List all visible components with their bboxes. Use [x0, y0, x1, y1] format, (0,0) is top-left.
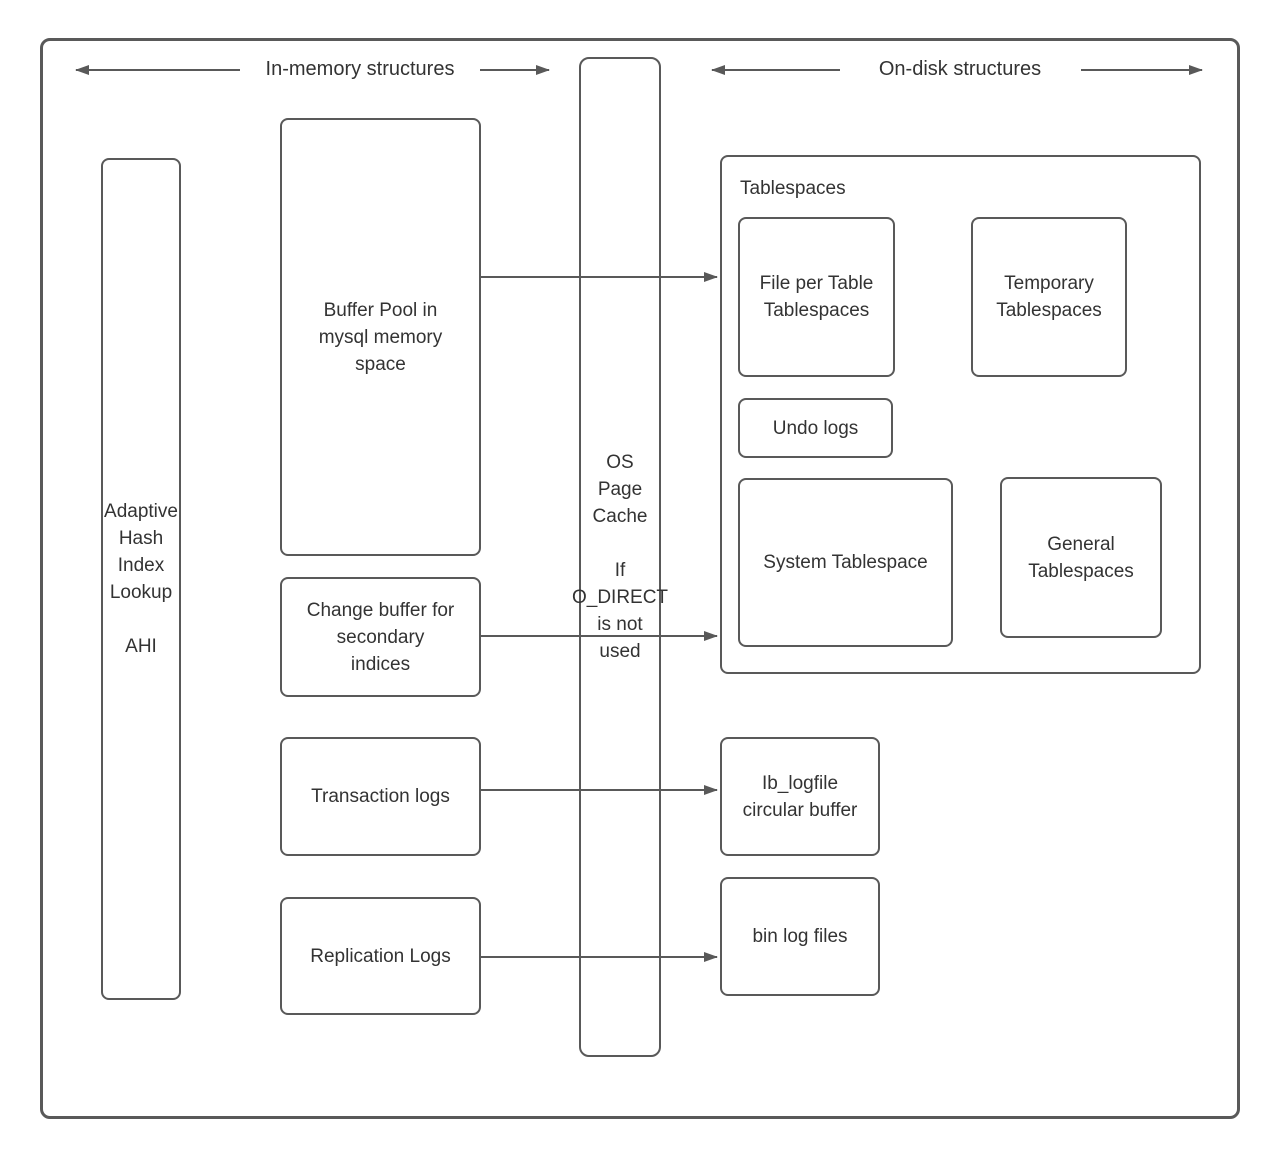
transaction-logs-box: Transaction logs [280, 737, 481, 856]
buffer-pool-box: Buffer Pool in mysql memory space [280, 118, 481, 556]
tablespaces-container: Tablespaces File per Table Tablespaces T… [720, 155, 1201, 674]
undo-logs-box: Undo logs [738, 398, 893, 458]
on-disk-structures-label: On-disk structures [878, 58, 1042, 80]
replication-logs-box: Replication Logs [280, 897, 481, 1015]
general-tablespaces-box: General Tablespaces [1000, 477, 1162, 638]
in-memory-structures-label: In-memory structures [265, 58, 455, 80]
bin-log-files-box: bin log files [720, 877, 880, 996]
adaptive-hash-index-box: Adaptive Hash Index Lookup AHI [101, 158, 181, 1000]
change-buffer-box: Change buffer for secondary indices [280, 577, 481, 697]
file-per-table-tablespaces-box: File per Table Tablespaces [738, 217, 895, 377]
os-page-cache-box: OS Page Cache If O_DIRECT is not used [572, 57, 668, 1057]
temporary-tablespaces-box: Temporary Tablespaces [971, 217, 1127, 377]
tablespaces-title: Tablespaces [740, 178, 846, 199]
system-tablespace-box: System Tablespace [738, 478, 953, 647]
ib-logfile-circular-buffer-box: Ib_logfile circular buffer [720, 737, 880, 856]
